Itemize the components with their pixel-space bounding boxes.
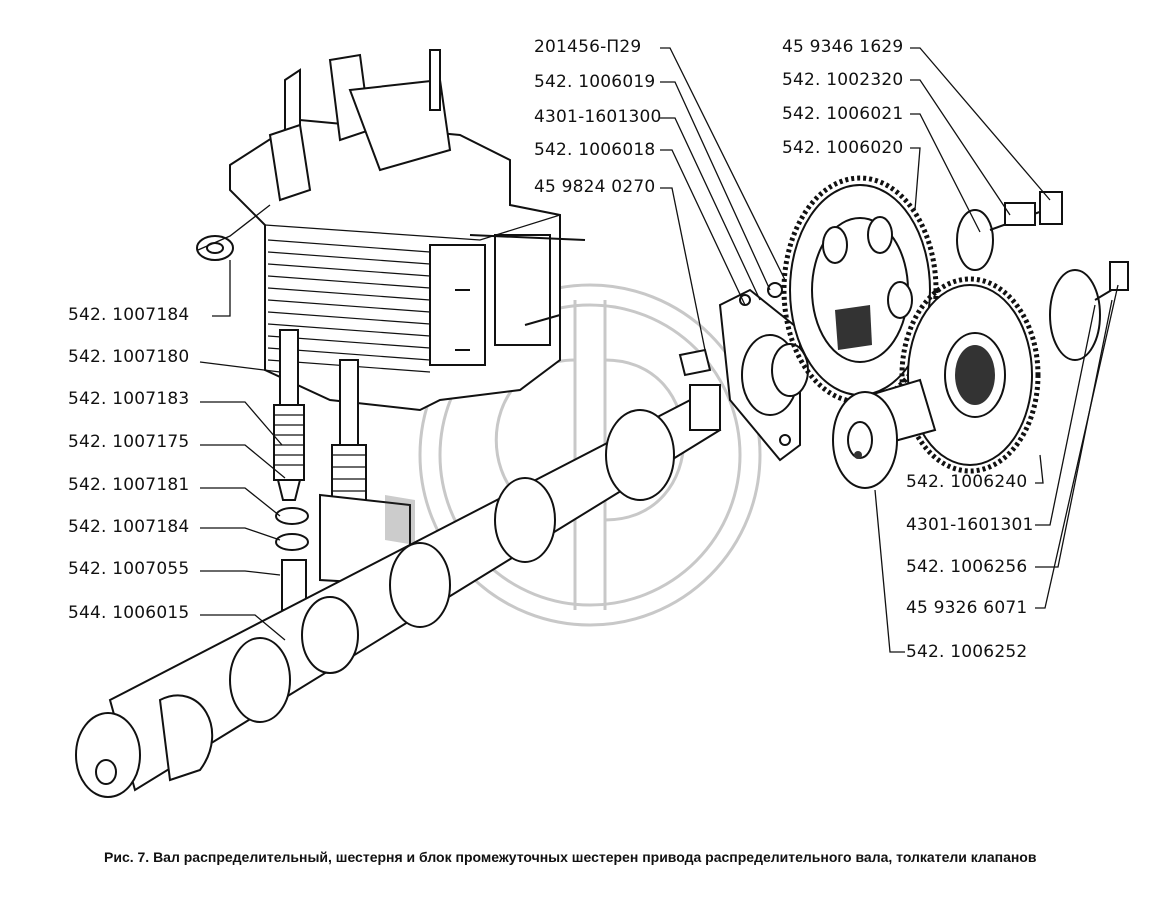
label-542-1007184-low: 542. 1007184 — [68, 517, 189, 537]
label-45-9824-0270: 45 9824 0270 — [534, 177, 655, 197]
label-542-1006256: 542. 1006256 — [906, 557, 1027, 577]
camshaft-drawing — [75, 348, 722, 798]
intermediate-gear-drawing — [832, 261, 1129, 489]
label-542-1006240: 542. 1006240 — [906, 472, 1027, 492]
label-542-1002320: 542. 1002320 — [782, 70, 903, 90]
part-labels: 201456-П29 542. 1006019 4301-1601300 542… — [68, 37, 1034, 662]
cam-gear-drawing — [767, 175, 1063, 405]
label-45-9346-1629: 45 9346 1629 — [782, 37, 903, 57]
label-542-1006018: 542. 1006018 — [534, 140, 655, 160]
label-542-1006019: 542. 1006019 — [534, 72, 655, 92]
label-45-9326-6071: 45 9326 6071 — [906, 598, 1027, 618]
label-542-1007181: 542. 1007181 — [68, 475, 189, 495]
washer-drawing — [196, 235, 234, 261]
figure-caption: Рис. 7. Вал распределительный, шестерня … — [104, 849, 1037, 865]
label-4301-1601300: 4301-1601300 — [534, 107, 662, 127]
label-542-1006020: 542. 1006020 — [782, 138, 903, 158]
label-542-1007183: 542. 1007183 — [68, 389, 189, 409]
label-542-1007184-top: 542. 1007184 — [68, 305, 189, 325]
leader-lines — [197, 47, 1119, 653]
pushrod-tappets-drawing — [273, 329, 415, 611]
label-542-1006252: 542. 1006252 — [906, 642, 1027, 662]
label-542-1007055: 542. 1007055 — [68, 559, 189, 579]
label-542-1007180: 542. 1007180 — [68, 347, 189, 367]
label-201456-p29: 201456-П29 — [534, 37, 641, 57]
label-4301-1601301: 4301-1601301 — [906, 515, 1034, 535]
label-544-1006015: 544. 1006015 — [68, 603, 189, 623]
cylinder-head-drawing — [229, 49, 586, 412]
label-542-1006021: 542. 1006021 — [782, 104, 903, 124]
thrust-flange-drawing — [718, 288, 809, 462]
label-542-1007175: 542. 1007175 — [68, 432, 189, 452]
